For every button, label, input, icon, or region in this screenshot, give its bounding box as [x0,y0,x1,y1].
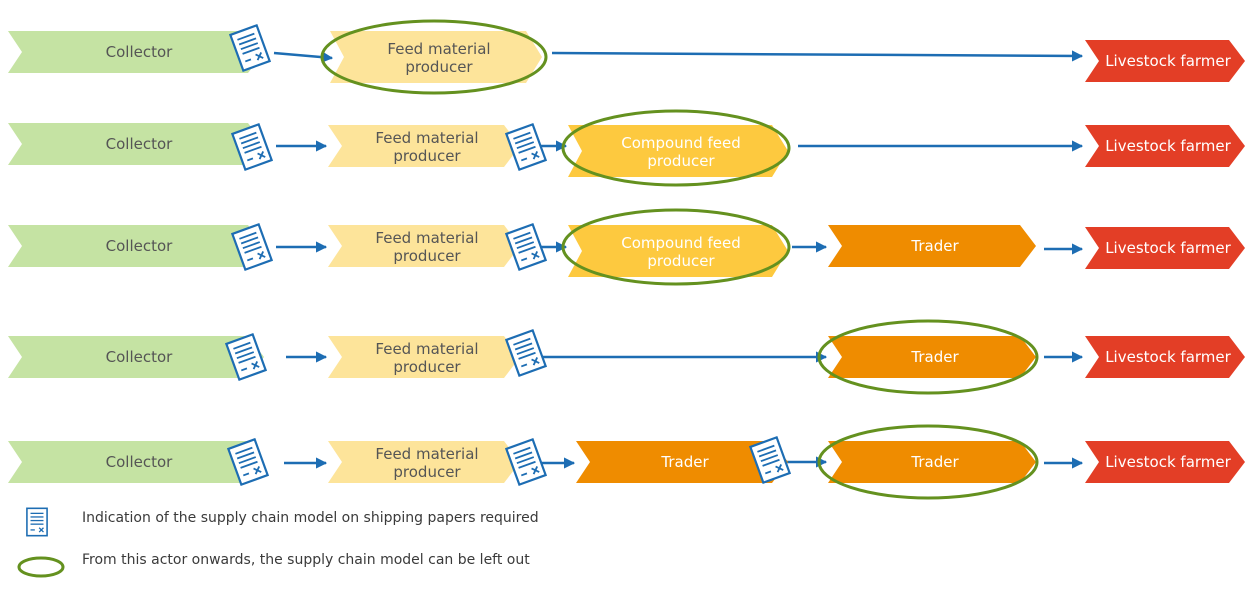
feed-material-producer-node-label: Feed material [387,40,490,58]
feed-material-producer-node-shape [328,125,520,167]
legend-ellipse-icon [17,556,65,578]
collector-node-shape [8,225,264,267]
livestock-farmer-node-shape [1085,441,1245,483]
feed-material-producer-node-label: Feed material [375,229,478,247]
feed-material-producer-node-label: Feed material [375,445,478,463]
collector-node-shape [8,123,264,165]
livestock-farmer-node-shape [1085,227,1245,269]
collector-node-shape [8,441,264,483]
livestock-farmer-node-shape [1085,40,1245,82]
legend-ellipse-text: From this actor onwards, the supply chai… [82,552,530,568]
trader-node: Trader [576,441,788,483]
trader-node-label: Trader [910,348,959,366]
document-icon [504,437,548,487]
legend-document-text: Indication of the supply chain model on … [82,510,539,526]
collector-node-label: Collector [106,237,174,255]
leave-out-ellipse [817,424,1039,500]
collector-node: Collector [8,31,264,73]
trader-node-label: Trader [910,237,959,255]
collector-node-label: Collector [106,43,174,61]
leave-out-ellipse [561,109,791,187]
feed-material-producer-node-shape [328,336,520,378]
compound-feed-producer-node-shape [568,125,788,177]
livestock-farmer-node-label: Livestock farmer [1105,348,1231,366]
leave-out-ellipse [817,319,1039,395]
collector-node-label: Collector [106,348,174,366]
collector-node: Collector [8,123,264,165]
leave-out-ellipse [561,208,791,286]
legend-document-icon [26,507,48,537]
trader-node-shape [576,441,788,483]
compound-feed-producer-node-label: Compound feed [621,134,741,152]
flow-arrow [551,50,1084,62]
document-icon [748,435,792,485]
feed-material-producer-node-label: producer [393,463,461,481]
feed-material-producer-node-label: producer [393,247,461,265]
livestock-farmer-node-label: Livestock farmer [1105,239,1231,257]
livestock-farmer-node-shape [1085,336,1245,378]
trader-node-shape [828,225,1036,267]
compound-feed-producer-node-label: producer [647,152,715,170]
document-icon [26,507,48,537]
trader-node-label: Trader [660,453,709,471]
document-icon [504,122,548,172]
trader-node-shape [828,441,1036,483]
livestock-farmer-node-label: Livestock farmer [1105,52,1231,70]
feed-material-producer-node-label: Feed material [375,129,478,147]
collector-node-label: Collector [106,453,174,471]
trader-node-shape [828,336,1036,378]
livestock-farmer-node-shape [1085,125,1245,167]
collector-node: Collector [8,336,264,378]
document-icon [504,328,548,378]
feed-material-producer-node-label: producer [393,358,461,376]
compound-feed-producer-node-label: producer [647,252,715,270]
document-icon [228,23,272,73]
trader-node: Trader [828,441,1036,483]
collector-node-label: Collector [106,135,174,153]
document-icon [504,222,548,272]
livestock-farmer-node: Livestock farmer [1085,336,1245,378]
trader-node: Trader [828,336,1036,378]
feed-material-producer-node-shape [328,441,520,483]
document-icon [226,437,270,487]
livestock-farmer-node: Livestock farmer [1085,125,1245,167]
trader-node: Trader [828,225,1036,267]
feed-material-producer-node-shape [330,31,542,83]
leave-out-ellipse [320,19,548,95]
document-icon [230,222,274,272]
collector-node: Collector [8,441,264,483]
collector-node-shape [8,336,264,378]
collector-node: Collector [8,225,264,267]
compound-feed-producer-node-label: Compound feed [621,234,741,252]
trader-node-label: Trader [910,453,959,471]
feed-material-producer-node-shape [328,225,520,267]
livestock-farmer-node-label: Livestock farmer [1105,137,1231,155]
livestock-farmer-node-label: Livestock farmer [1105,453,1231,471]
feed-material-producer-node-label: Feed material [375,340,478,358]
document-icon [230,122,274,172]
feed-material-producer-node-label: producer [393,147,461,165]
feed-material-producer-node-label: producer [405,58,473,76]
livestock-farmer-node: Livestock farmer [1085,40,1245,82]
collector-node-shape [8,31,264,73]
document-icon [224,332,268,382]
livestock-farmer-node: Livestock farmer [1085,227,1245,269]
compound-feed-producer-node-shape [568,225,788,277]
livestock-farmer-node: Livestock farmer [1085,441,1245,483]
